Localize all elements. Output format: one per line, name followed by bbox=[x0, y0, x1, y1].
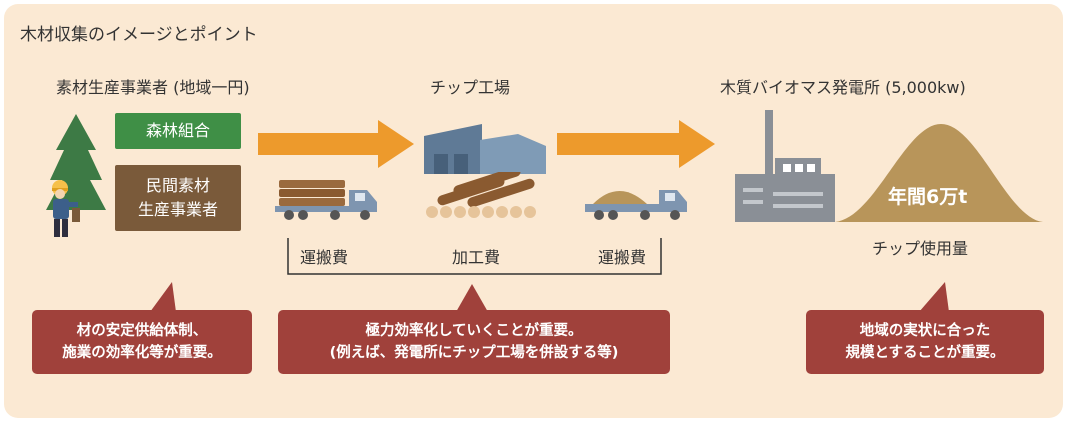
callout-middle-line1: 極力効率化していくことが重要。 bbox=[365, 323, 583, 339]
callout-left: 材の安定供給体制、 施業の効率化等が重要。 bbox=[32, 310, 252, 374]
power-plant-icon bbox=[735, 110, 835, 222]
transport-cost-label-1: 運搬費 bbox=[300, 248, 349, 267]
callout-pointer-middle bbox=[456, 284, 488, 312]
callout-pointer-right bbox=[919, 282, 949, 312]
cost-bracket bbox=[287, 238, 662, 275]
flow-arrow-1 bbox=[258, 120, 414, 168]
supplier-heading: 素材生産事業者 (地域一円) bbox=[56, 78, 250, 97]
private-producer-line2: 生産事業者 bbox=[137, 200, 218, 219]
forest-association-label: 森林組合 bbox=[145, 121, 210, 140]
callout-middle-line2: (例えば、発電所にチップ工場を併設する等) bbox=[329, 345, 619, 361]
chip-usage-caption: チップ使用量 bbox=[872, 239, 969, 258]
chip-pile-icon bbox=[835, 124, 1043, 222]
callout-right-line2: 規模とすることが重要。 bbox=[845, 345, 1005, 361]
callout-left-line2: 施業の効率化等が重要。 bbox=[62, 345, 222, 361]
transport-cost-label-2: 運搬費 bbox=[598, 248, 647, 267]
plant-heading: 木質バイオマス発電所 (5,000kw) bbox=[720, 78, 966, 97]
worker-icon bbox=[52, 180, 78, 237]
processing-cost-label: 加工費 bbox=[452, 248, 501, 267]
factory-icon bbox=[424, 124, 546, 174]
truck-chips-icon bbox=[585, 190, 687, 220]
callout-pointer-left bbox=[150, 282, 176, 312]
callout-left-line1: 材の安定供給体制、 bbox=[76, 323, 208, 339]
page-title: 木材収集のイメージとポイント bbox=[20, 25, 258, 45]
private-producer-badge: 民間素材 生産事業者 bbox=[115, 165, 241, 231]
factory-heading: チップ工場 bbox=[430, 78, 511, 97]
forest-association-badge: 森林組合 bbox=[115, 113, 241, 149]
truck-logs-icon bbox=[275, 180, 377, 220]
callout-right-line1: 地域の実状に合った bbox=[859, 323, 991, 339]
private-producer-line1: 民間素材 bbox=[145, 176, 210, 195]
log-pile-icon bbox=[426, 172, 536, 218]
flow-arrow-2 bbox=[557, 120, 715, 168]
annual-usage-value: 年間6万t bbox=[888, 186, 968, 208]
callout-right: 地域の実状に合った 規模とすることが重要。 bbox=[806, 310, 1044, 374]
callout-middle: 極力効率化していくことが重要。 (例えば、発電所にチップ工場を併設する等) bbox=[278, 310, 670, 374]
